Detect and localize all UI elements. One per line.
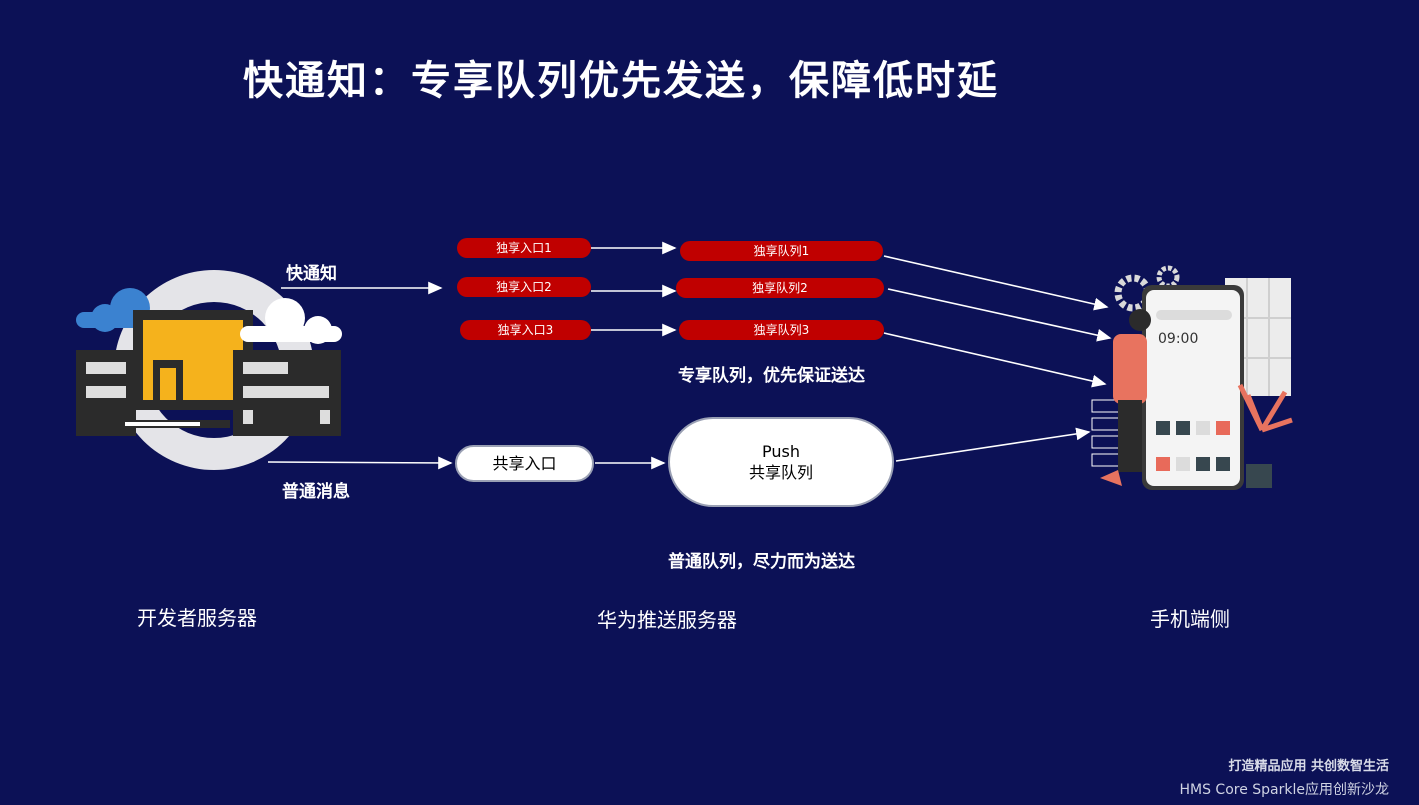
dedicated-queue-3: 独享队列3 (679, 320, 884, 340)
phone-side-label: 手机端侧 (1150, 607, 1230, 631)
phone-illustration (1091, 265, 1293, 490)
dedicated-queue-1: 独享队列1 (680, 241, 883, 261)
fast-notify-label: 快通知 (286, 264, 337, 284)
huawei-push-server-label: 华为推送服务器 (597, 608, 737, 632)
phone-clock: 09:00 (1158, 331, 1199, 347)
flow-arrows (267, 241, 1112, 470)
dedicated-entry-2: 独享入口2 (457, 277, 591, 297)
shared-queue: Push 共享队列 (668, 417, 894, 507)
normal-queue-caption: 普通队列，尽力而为送达 (668, 552, 855, 572)
page-title: 快通知：专享队列优先发送，保障低时延 (243, 58, 999, 104)
dedicated-entry-1: 独享入口1 (457, 238, 591, 258)
dedicated-entry-3: 独享入口3 (460, 320, 591, 340)
footer-slogan: 打造精品应用 共创数智生活 (1228, 759, 1389, 774)
developer-server-illustration (76, 270, 342, 470)
dedicated-queue-caption: 专享队列，优先保证送达 (678, 366, 865, 386)
normal-message-label: 普通消息 (282, 482, 350, 502)
cloud-icon (240, 298, 342, 344)
gear-icon (1156, 265, 1180, 289)
shared-entry: 共享入口 (455, 445, 594, 482)
dedicated-queue-2: 独享队列2 (676, 278, 884, 298)
footer-brand: HMS Core Sparkle应用创新沙龙 (1179, 782, 1389, 798)
shared-queue-line2: 共享队列 (748, 463, 813, 482)
shared-queue-line1: Push (762, 442, 800, 461)
developer-server-label: 开发者服务器 (137, 606, 257, 630)
